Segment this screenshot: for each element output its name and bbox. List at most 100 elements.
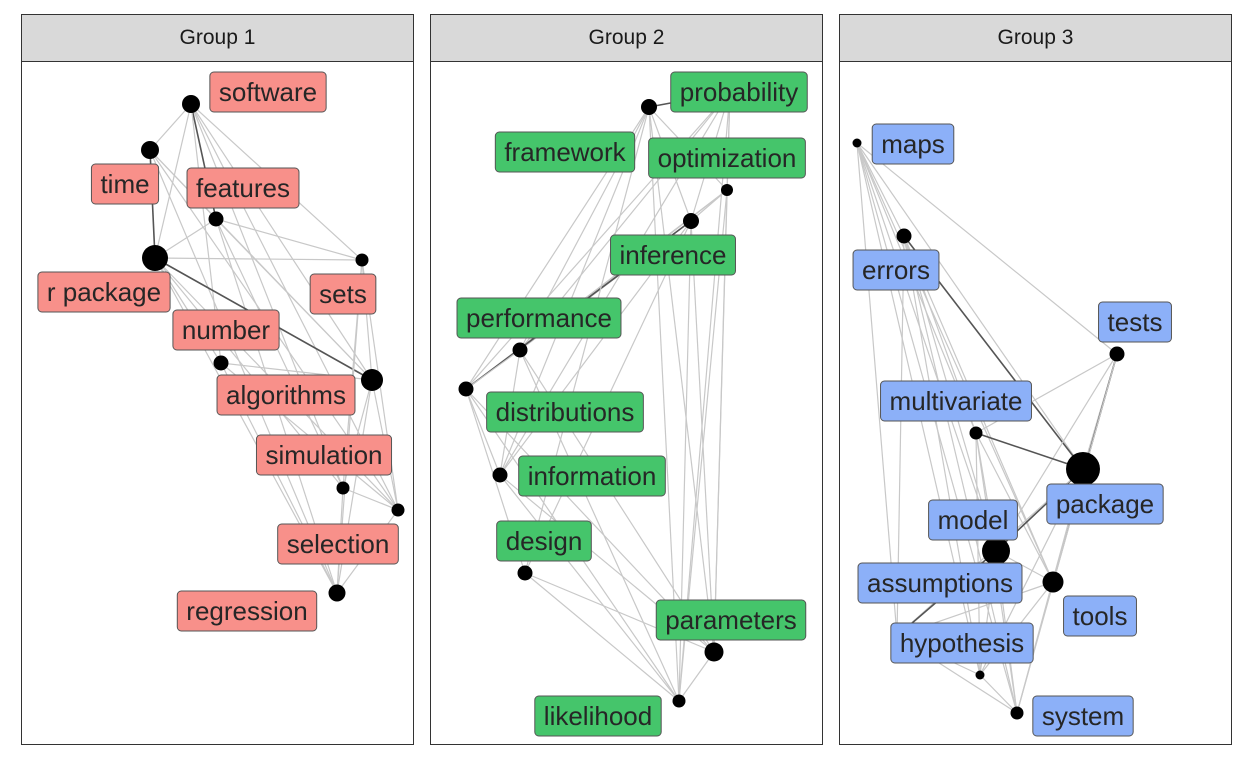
label-text-multivariate: multivariate [890, 386, 1023, 416]
label-text-distributions: distributions [496, 397, 635, 427]
label-software: software [209, 71, 327, 113]
edge-maps-model [856, 142, 997, 552]
edge-framework-parameters [648, 106, 715, 653]
label-box-framework [494, 131, 636, 173]
label-box-sets [309, 273, 377, 315]
node-number [213, 355, 229, 371]
label-text-selection: selection [287, 529, 390, 559]
node-parameters [704, 642, 724, 662]
edge-maps-package [856, 142, 1084, 470]
label-text-maps: maps [881, 129, 945, 159]
node-regression [328, 584, 346, 602]
network-group-3: mapserrorstestsmultivariatepackagemodela… [852, 123, 1172, 737]
label-text-likelihood: likelihood [544, 701, 652, 731]
label-text-framework: framework [504, 137, 626, 167]
label-box-package [1046, 483, 1164, 525]
label-box-likelihood [534, 695, 662, 737]
label-text-sets: sets [319, 279, 367, 309]
label-text-software: software [219, 77, 317, 107]
node-system [1010, 706, 1024, 720]
label-box-probability [670, 71, 808, 113]
label-parameters: parameters [655, 599, 807, 641]
label-likelihood: likelihood [534, 695, 662, 737]
node-likelihood [672, 694, 686, 708]
panel-title-group-3: Group 3 [997, 26, 1074, 49]
node-tools [1042, 571, 1064, 593]
node-distributions [458, 381, 474, 397]
label-box-performance [456, 297, 622, 339]
panel-strip-group-3: Group 3 [840, 15, 1231, 62]
label-probability: probability [670, 71, 808, 113]
panel-strip-group-1: Group 1 [22, 15, 413, 62]
edge-information-likelihood [499, 474, 680, 702]
node-algorithms [361, 369, 383, 391]
label-box-maps [871, 123, 955, 165]
label-box-design [496, 520, 592, 562]
edge-inference-parameters [690, 220, 715, 653]
edge-parameters-likelihood [678, 651, 715, 702]
label-text-number: number [182, 315, 270, 345]
label-performance: performance [456, 297, 622, 339]
node-errors [896, 228, 912, 244]
panel-title-group-1: Group 1 [179, 26, 256, 49]
node-selection [391, 503, 405, 517]
label-text-algorithms: algorithms [226, 380, 346, 410]
edge-simulation-selection [342, 487, 399, 511]
node-inference [683, 213, 699, 229]
label-r-package: r package [37, 271, 171, 313]
label-box-tools [1063, 595, 1137, 637]
label-box-multivariate [880, 380, 1032, 422]
label-information: information [518, 455, 666, 497]
label-time: time [90, 163, 160, 205]
label-selection: selection [277, 523, 399, 565]
edge-hypothesis-system [979, 674, 1018, 714]
label-box-features [186, 167, 300, 209]
label-box-distributions [486, 391, 644, 433]
label-text-tools: tools [1073, 601, 1128, 631]
label-design: design [496, 520, 592, 562]
edge-maps-errors [856, 142, 905, 237]
node-model [982, 537, 1010, 565]
edge-maps-tests [856, 142, 1118, 355]
label-system: system [1032, 695, 1134, 737]
edge-features-sets [215, 218, 363, 261]
node-performance [512, 342, 528, 358]
edge-software-algorithms [190, 103, 373, 381]
edge-distributions-information [465, 388, 501, 476]
edge-software-time [149, 103, 192, 151]
label-text-model: model [938, 505, 1009, 535]
node-package [1066, 452, 1100, 486]
edge-maps-assumptions [856, 142, 898, 637]
node-information [492, 467, 508, 483]
label-box-simulation [255, 434, 393, 476]
label-multivariate: multivariate [880, 380, 1032, 422]
label-box-time [90, 163, 160, 205]
edge-multivariate-package [975, 432, 1084, 470]
label-algorithms: algorithms [216, 374, 356, 416]
label-optimization: optimization [648, 137, 806, 179]
label-text-package: package [1056, 489, 1154, 519]
label-text-errors: errors [862, 255, 930, 285]
edge-performance-distributions [465, 349, 521, 390]
panel-strip-group-2: Group 2 [431, 15, 822, 62]
label-text-optimization: optimization [658, 143, 797, 173]
edge-time-regression [149, 149, 338, 594]
label-box-selection [277, 523, 399, 565]
edge-software-r-package [154, 103, 192, 259]
label-box-number [172, 309, 280, 351]
label-number: number [172, 309, 280, 351]
label-framework: framework [494, 131, 636, 173]
label-text-probability: probability [680, 77, 799, 107]
label-text-features: features [196, 173, 290, 203]
label-errors: errors [852, 249, 940, 291]
label-text-regression: regression [186, 596, 307, 626]
label-box-parameters [655, 599, 807, 641]
edge-features-algorithms [215, 218, 373, 381]
label-sets: sets [309, 273, 377, 315]
panel-title-group-2: Group 2 [588, 26, 665, 49]
label-box-hypothesis [890, 622, 1034, 664]
label-text-parameters: parameters [665, 605, 797, 635]
label-box-r-package [37, 271, 171, 313]
